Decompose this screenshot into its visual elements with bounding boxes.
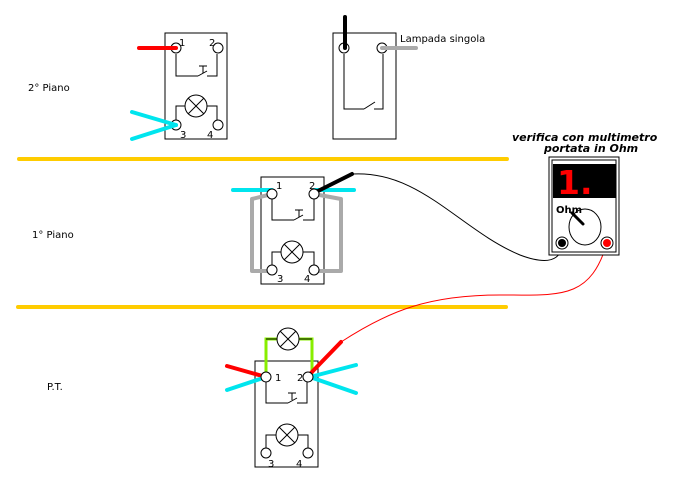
switch-box-first-floor — [260, 176, 325, 285]
jumper-grey-right — [313, 192, 343, 273]
terminal-label-3: 3 — [277, 274, 283, 285]
multimeter: 1. Ohm — [548, 156, 620, 256]
probe-black-tip — [314, 172, 354, 194]
terminal-4 — [308, 264, 320, 276]
terminal-label-4: 4 — [296, 459, 302, 470]
single-lamp-label: Lampada singola — [400, 34, 485, 45]
terminal-1 — [260, 371, 272, 383]
multimeter-reading: 1. — [557, 163, 593, 202]
terminal-2 — [302, 371, 314, 383]
multimeter-title-line1: verifica con multimetro — [512, 131, 658, 144]
wire-cyan-right-a — [308, 363, 358, 379]
jumper-green — [264, 337, 277, 377]
terminal-label-1: 1 — [179, 38, 185, 49]
multimeter-display — [553, 164, 616, 198]
range-label: Ohm — [556, 205, 582, 216]
floor-label-ground: P.T. — [47, 382, 63, 393]
dial-pointer — [570, 211, 585, 226]
terminal-3 — [266, 264, 278, 276]
floor-label-first: 1° Piano — [32, 230, 74, 241]
terminal-2 — [212, 42, 224, 54]
range-selector-dial[interactable] — [568, 208, 602, 246]
switch-box-ground-floor: 3 4 — [254, 360, 319, 470]
lamp-icon — [275, 423, 299, 447]
wire-cyan-left — [225, 375, 268, 392]
terminal-1 — [266, 188, 278, 200]
lamp-icon — [184, 94, 208, 118]
multimeter-title-line2: portata in Ohm — [543, 142, 638, 155]
terminal-4 — [212, 119, 224, 131]
external-lamp-icon — [276, 327, 300, 351]
terminal-3 — [260, 447, 272, 459]
terminal-label-4: 4 — [207, 130, 213, 141]
wire-cyan-a — [130, 110, 178, 127]
terminal-label-2: 2 — [209, 38, 215, 49]
lamp-icon — [280, 240, 304, 264]
terminal-label-1: 1 — [276, 181, 282, 192]
terminal-4 — [302, 447, 314, 459]
wire-cyan-right-b — [308, 375, 358, 395]
terminal-label-3: 3 — [268, 459, 274, 470]
terminal-label-1: 1 — [275, 373, 281, 384]
jumper-grey-left — [250, 192, 273, 273]
probe-red-cable — [340, 242, 608, 343]
terminal-label-2: 2 — [297, 373, 303, 384]
terminal-2 — [308, 188, 320, 200]
probe-red-tip — [308, 340, 343, 376]
wire-cyan-b — [130, 123, 178, 141]
wire-phase-red — [225, 364, 268, 379]
terminal-label-3: 3 — [180, 130, 186, 141]
probe-black-cable — [351, 173, 563, 261]
floor-label-second: 2° Piano — [28, 83, 70, 94]
terminal-label-4: 4 — [304, 274, 310, 285]
terminal-label-2: 2 — [309, 181, 315, 192]
